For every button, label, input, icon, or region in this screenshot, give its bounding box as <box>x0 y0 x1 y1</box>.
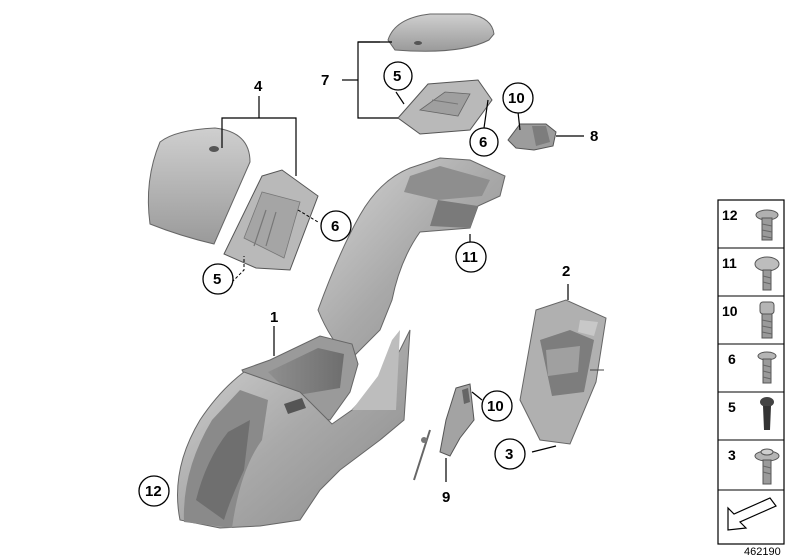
callout-10-lower: 10 <box>487 398 504 415</box>
leader-lines <box>221 41 584 482</box>
legend-num-11: 11 <box>722 255 737 271</box>
top-lid-inner-plate <box>397 79 493 135</box>
callout-3-circle <box>494 438 526 470</box>
callout-2: 2 <box>562 263 570 280</box>
callout-5-left-circle <box>202 263 234 295</box>
callout-11: 11 <box>462 249 478 266</box>
callout-labels: 7 5 6 10 8 4 6 5 1 11 2 3 10 9 12 <box>138 61 598 507</box>
callout-4: 4 <box>254 78 263 95</box>
callout-3: 3 <box>505 446 513 463</box>
round-head-screw-icon <box>754 256 780 291</box>
callout-10-top: 10 <box>508 90 525 107</box>
left-lid-inner-plate <box>223 169 319 271</box>
callout-1: 1 <box>270 309 278 326</box>
left-armrest-lid <box>147 127 251 245</box>
top-armrest-lid <box>387 13 495 52</box>
expanding-rivet-icon <box>760 397 774 430</box>
direction-arrow-icon <box>727 497 777 531</box>
legend-num-10: 10 <box>722 303 738 319</box>
torx-bolt-icon <box>759 301 775 339</box>
callout-5-left: 5 <box>213 271 221 288</box>
callout-5-top: 5 <box>393 68 401 85</box>
callout-6-top: 6 <box>479 134 487 151</box>
bracket-part-9 <box>413 383 475 481</box>
storage-tray-part-2 <box>519 299 607 445</box>
callout-9: 9 <box>442 489 450 506</box>
legend-num-12: 12 <box>722 207 738 223</box>
callout-8: 8 <box>590 128 598 145</box>
callout-6-top-circle <box>469 127 499 157</box>
short-screw-icon <box>757 351 777 384</box>
document-number: 462190 <box>744 546 781 558</box>
center-console-body <box>177 157 506 529</box>
flat-head-screw-icon <box>755 209 779 241</box>
callout-11-circle <box>455 241 487 273</box>
bracket-part-8 <box>507 123 557 151</box>
callout-12: 12 <box>145 483 162 500</box>
legend-num-5: 5 <box>728 399 736 415</box>
fastener-legend: 12 11 10 6 <box>717 199 785 545</box>
callout-5-top-circle <box>383 61 413 91</box>
callout-7: 7 <box>321 72 329 89</box>
collar-screw-icon <box>754 448 780 485</box>
callout-10-lower-circle <box>481 390 513 422</box>
callout-10-top-circle <box>502 82 534 114</box>
callout-12-circle <box>138 475 170 507</box>
legend-num-3: 3 <box>728 447 736 463</box>
callout-6-left-circle <box>320 210 352 242</box>
callout-6-left: 6 <box>331 218 339 235</box>
legend-num-6: 6 <box>728 351 736 367</box>
